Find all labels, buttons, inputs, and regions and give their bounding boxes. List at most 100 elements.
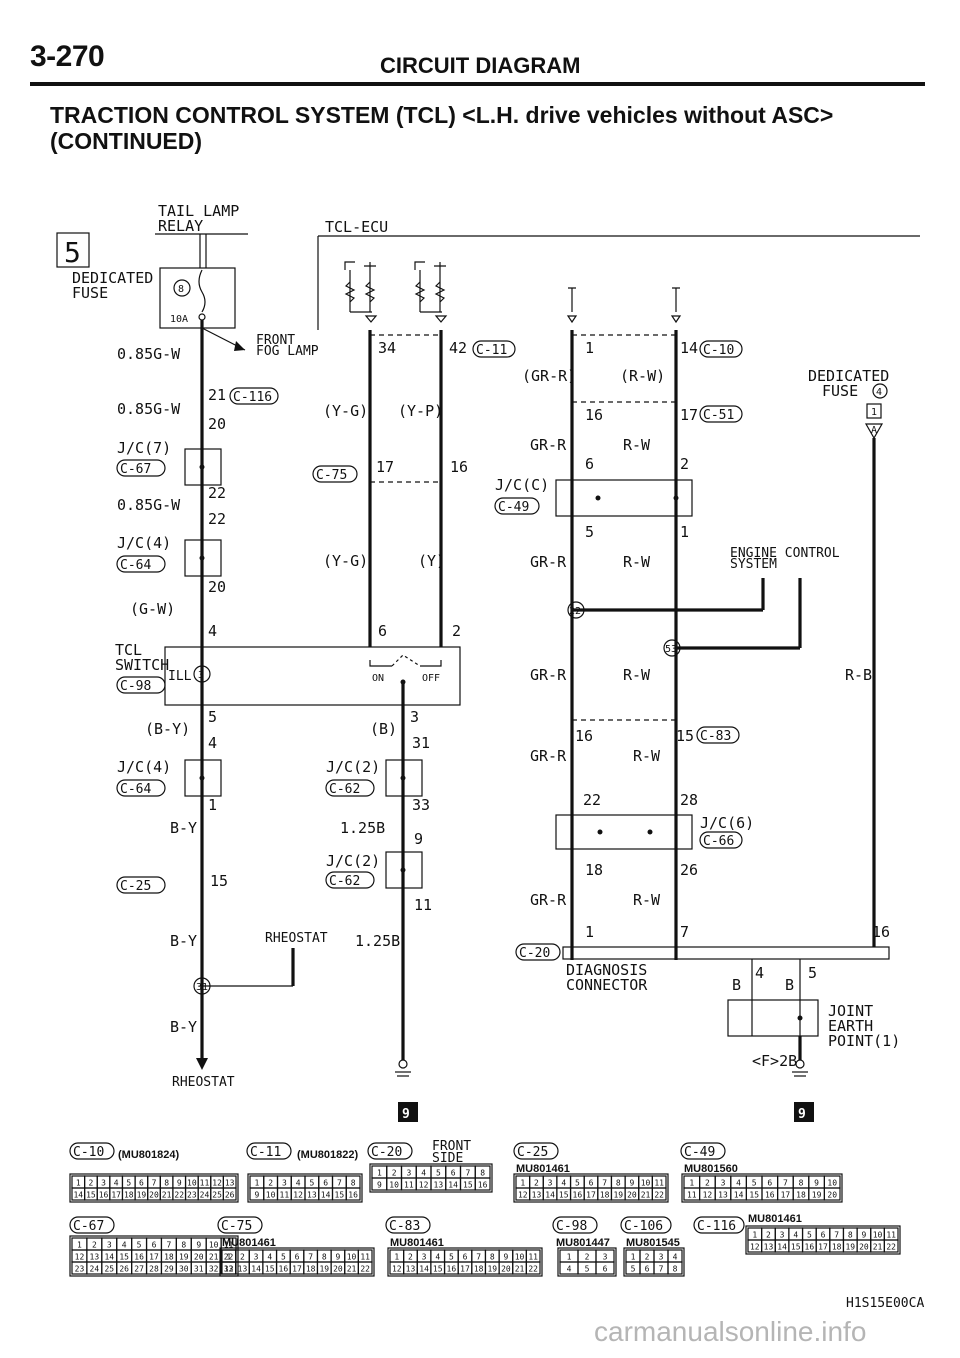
connector-c11-label: C-11 (476, 343, 507, 358)
pin-number: 15 (335, 1191, 345, 1200)
ref-box-9-middle (398, 1102, 418, 1122)
source-box-number: 5 (64, 236, 81, 269)
pin-number: 1 (394, 1253, 399, 1262)
pin-r1b: 1 (680, 523, 689, 541)
pin-grid-frame (69, 1173, 239, 1203)
wire-color-yg2: (Y-G) (323, 552, 368, 570)
wire-size-125b: 1.25B (355, 932, 400, 950)
pin-9: 9 (414, 830, 423, 848)
jcc-dot-1 (595, 495, 601, 501)
fuse-right-circle (872, 383, 888, 399)
pin-number: 15 (265, 1265, 275, 1274)
pin-number: 16 (348, 1191, 358, 1200)
wire-color-rw2: R-W (623, 436, 651, 454)
pin-number: 3 (780, 1231, 785, 1240)
junction-31-number: 31 (196, 982, 208, 993)
pin-r22: 22 (583, 791, 601, 809)
pin-number: 1 (689, 1179, 694, 1188)
dedicated-fuse-label: DEDICATED (72, 269, 153, 287)
pin-number: 33 (224, 1265, 234, 1274)
connector-c64b-label: C-64 (120, 782, 151, 797)
connector-c75-tag (312, 465, 358, 483)
engine-control-label-2: SYSTEM (730, 557, 777, 572)
pin-number: 28 (149, 1265, 159, 1274)
pin-number: 5 (585, 1265, 590, 1274)
pin-r14: 14 (680, 339, 698, 357)
left-circuit: 5 TAIL LAMP RELAY DEDICATED FUSE 8 10A F… (56, 202, 461, 1090)
pin-number: 4 (122, 1241, 127, 1250)
pin-cell (651, 1187, 667, 1201)
pin-number: 11 (404, 1181, 414, 1190)
pin-number: 18 (124, 1191, 134, 1200)
diagnosis-connector-box (562, 946, 890, 960)
source-box (56, 232, 90, 268)
earth-code: <F>2B (752, 1052, 797, 1070)
connector-c67-tag (116, 459, 166, 477)
joint-label-2: EARTH (828, 1017, 873, 1035)
pin-number: 24 (90, 1265, 100, 1274)
pin-grid-frame (69, 1235, 239, 1277)
pin-grid-frame (369, 1163, 493, 1193)
wire-color-2: 0.85G-W (117, 400, 181, 418)
junction-22-number: 22 (569, 606, 581, 617)
pin-number: 16 (573, 1191, 583, 1200)
pin-number: 8 (480, 1169, 485, 1178)
pin-number: 13 (225, 1179, 235, 1188)
pin-number: 30 (179, 1265, 189, 1274)
pin-21: 21 (208, 386, 226, 404)
connector-c10-tag (699, 340, 743, 358)
pin-number: 2 (89, 1179, 94, 1188)
pin-number: 8 (164, 1179, 169, 1188)
junction-22 (567, 601, 585, 619)
wire-color-by2: B-Y (170, 819, 197, 837)
wire-color-gw: (G-W) (130, 600, 175, 618)
pin-number: 8 (848, 1231, 853, 1240)
junction-53-number: 53 (665, 644, 677, 655)
cv-c106-part: MU801545 (626, 1237, 680, 1249)
pin-number: 10 (873, 1231, 883, 1240)
cv-c98-part: MU801447 (556, 1237, 610, 1249)
wire-color-1: 0.85G-W (117, 345, 181, 363)
pin-number: 19 (613, 1191, 623, 1200)
pin-number: 19 (319, 1265, 329, 1274)
connector-c83-label: C-83 (700, 729, 731, 744)
pin-number: 5 (281, 1253, 286, 1262)
pin-r4: 4 (755, 964, 764, 982)
pin-number: 12 (293, 1191, 303, 1200)
pin-number: 9 (254, 1191, 259, 1200)
pin-number: 16 (478, 1181, 488, 1190)
pin-number: 8 (351, 1179, 356, 1188)
pin-r2: 2 (680, 455, 689, 473)
ecu-internal-circuit-2 (414, 261, 448, 323)
pin-number: 16 (99, 1191, 109, 1200)
engine-control-label-1: ENGINE CONTROL (730, 546, 840, 561)
wire-color-by3: B-Y (170, 932, 197, 950)
pin-number: 5 (436, 1169, 441, 1178)
pin-number: 4 (567, 1265, 572, 1274)
pin-number: 12 (224, 1265, 234, 1274)
pin-number: 9 (377, 1181, 382, 1190)
pin-cell (222, 1187, 237, 1201)
pin-number: 5 (752, 1179, 757, 1188)
pin-number: 21 (873, 1243, 883, 1252)
pin-number: 6 (139, 1179, 144, 1188)
pin-r6: 6 (585, 455, 594, 473)
pin-number: 20 (859, 1243, 869, 1252)
pin-number: 20 (149, 1191, 159, 1200)
pin-number: 7 (152, 1179, 157, 1188)
pin-number: 19 (137, 1191, 147, 1200)
pin-grid-frame (623, 1247, 685, 1277)
fuse-right-number: 4 (876, 387, 882, 398)
wire-color-by4: B-Y (170, 1018, 197, 1036)
connector-c20-tag (515, 943, 561, 961)
cv-c83-label: C-83 (389, 1219, 420, 1234)
pin-number: 1 (254, 1179, 259, 1188)
ref-box-9-right-text: 9 (798, 1107, 806, 1122)
joint-label-1: JOINT (828, 1002, 873, 1020)
pin-number: 7 (166, 1241, 171, 1250)
pin-22b: 22 (208, 510, 226, 528)
jc2a-box (385, 759, 423, 797)
